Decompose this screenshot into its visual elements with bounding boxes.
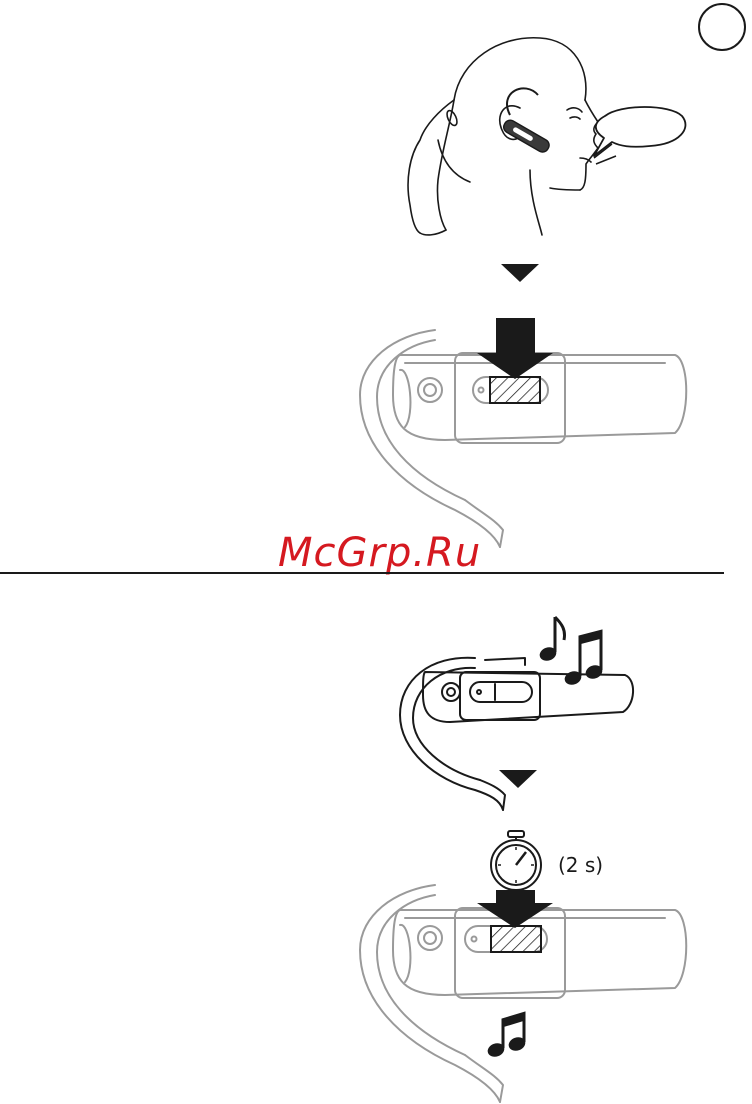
- watermark-text: McGrp.Ru: [278, 530, 488, 576]
- headset-button-hold-illustration: [355, 870, 695, 1104]
- arrow-down-icon-2: [499, 770, 537, 790]
- arrow-down-icon: [501, 264, 539, 284]
- section-divider: [0, 572, 724, 574]
- headset-button-press-illustration: [355, 315, 695, 550]
- music-notes-icon: [538, 612, 608, 687]
- music-note-icon: [487, 1010, 527, 1058]
- speech-bubble-icon: [590, 106, 690, 166]
